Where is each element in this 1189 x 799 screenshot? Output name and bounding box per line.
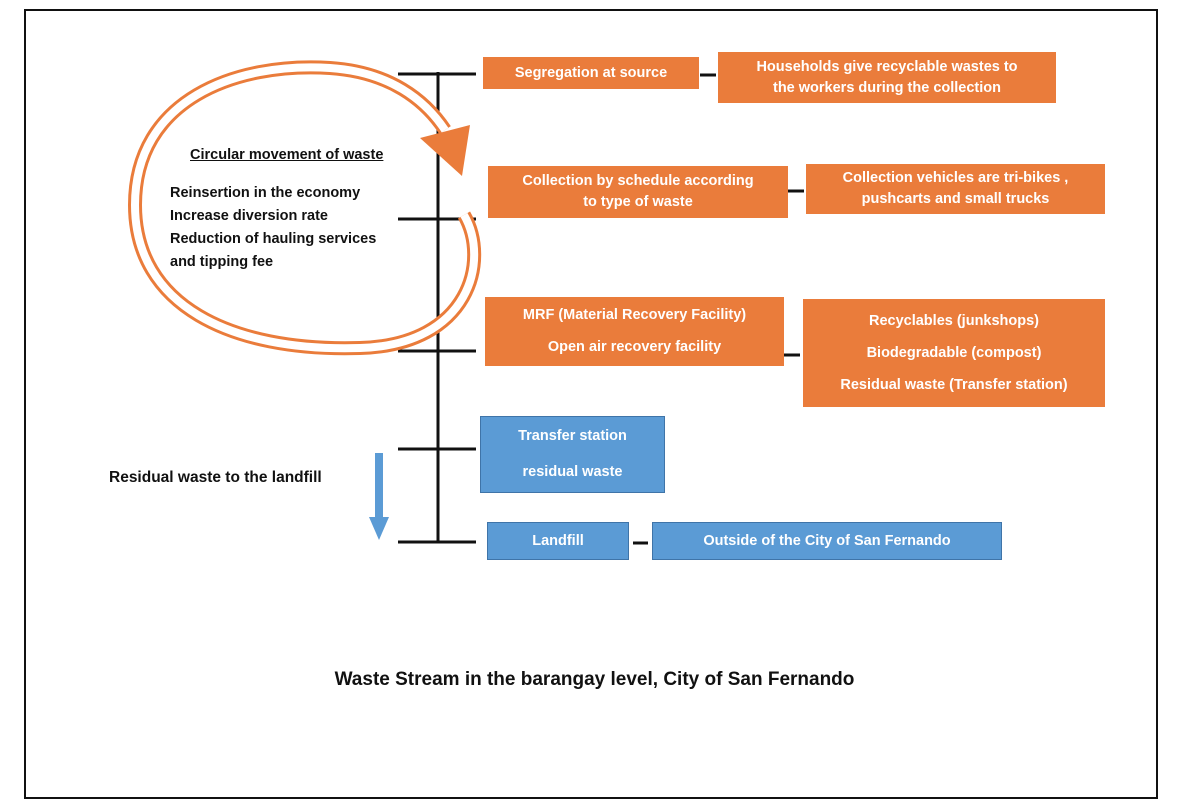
segregation-label: Segregation at source [514,64,668,81]
collection-box: Collection by schedule according to type… [488,166,788,218]
residual-waste-label: Residual waste to the landfill [109,469,322,486]
segregation-detail-line: the workers during the collection [772,79,1001,96]
mrf-detail-line: Recyclables (junkshops) [868,312,1040,329]
landfill-detail-box: Outside of the City of San Fernando [652,522,1002,560]
landfill-detail: Outside of the City of San Fernando [703,532,951,549]
landfill-box: Landfill [487,522,629,560]
collection-detail-line: Collection vehicles are tri-bikes , [842,170,1069,186]
circular-item: Reinsertion in the economy [170,185,361,201]
transfer-station-box: Transfer station residual waste [480,416,665,493]
diagram-lines [127,60,804,545]
segregation-detail-box: Households give recyclable wastes to the… [718,52,1056,103]
transfer-label-line: Transfer station [518,428,627,445]
circular-item: and tipping fee [170,254,274,270]
mrf-detail-line: Biodegradable (compost) [866,344,1042,361]
mrf-detail-box: Recyclables (junkshops) Biodegradable (c… [803,299,1105,407]
down-arrow-shaft [375,453,383,521]
figure-caption: Waste Stream in the barangay level, City… [334,669,855,690]
down-arrow-head [369,517,389,540]
landfill-label: Landfill [532,532,584,549]
circular-title: Circular movement of waste [190,147,384,163]
segregation-box: Segregation at source [483,57,699,89]
segregation-detail-line: Households give recyclable wastes to [756,58,1018,75]
circular-item: Increase diversion rate [170,208,328,224]
mrf-label-line: MRF (Material Recovery Facility) [522,306,747,323]
collection-detail-box: Collection vehicles are tri-bikes , push… [806,164,1105,214]
circular-item: Reduction of hauling services [170,231,377,247]
circular-arrow-head [420,125,470,176]
transfer-label-line: residual waste [522,463,623,480]
circular-arrow-inner [130,63,479,353]
mrf-label-line: Open air recovery facility [547,339,722,356]
circular-list: Reinsertion in the economy Increase dive… [170,182,376,274]
mrf-box: MRF (Material Recovery Facility) Open ai… [485,297,784,366]
collection-label-line: to type of waste [583,194,693,210]
collection-detail-line: pushcarts and small trucks [861,191,1050,207]
collection-label-line: Collection by schedule according [522,173,754,189]
mrf-detail-line: Residual waste (Transfer station) [840,376,1068,393]
